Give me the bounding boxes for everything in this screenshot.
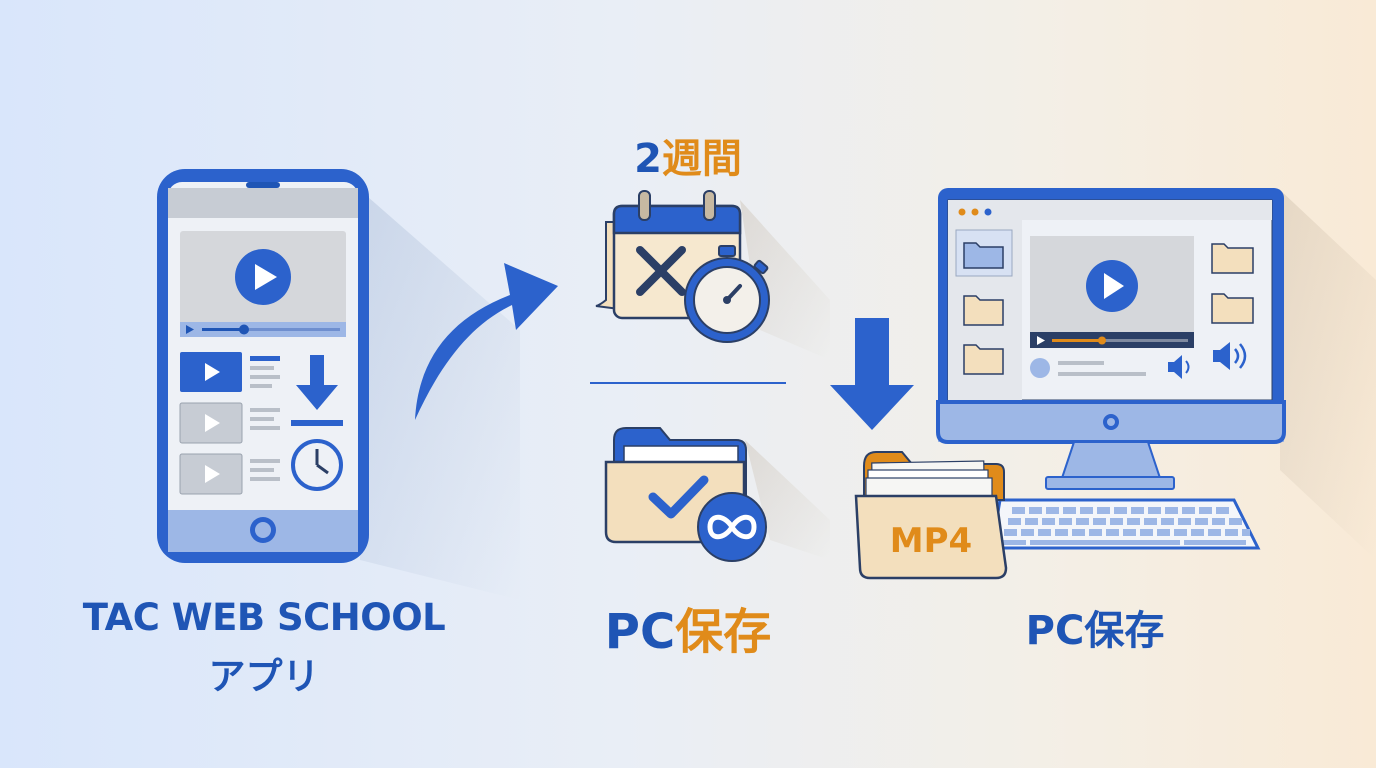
period-number: 2 [634,136,662,182]
folder-shadow [745,440,830,560]
desktop-monitor-icon [936,188,1286,490]
phone-shadow [360,190,520,600]
app-name-label: TAC WEB SCHOOL [82,596,446,639]
monitor-shadow [1280,190,1376,560]
mp4-folder-icon: MP4 [854,451,1008,580]
speaker-icon [1168,342,1247,379]
down-arrow-icon [830,318,914,430]
pc-save-suffix: 保存 [675,604,772,660]
pc-save-label-center: PC保存 [540,592,836,662]
period-unit: 週間 [661,136,742,182]
stopwatch-icon [684,245,770,343]
mp4-label: MP4 [890,521,972,561]
monitor-play-icon [1086,260,1138,312]
infinity-icon [697,492,767,562]
app-suffix-label: アプリ [208,655,320,698]
pc-save-label-right: PC保存 [1025,608,1165,654]
curved-arrow-icon [415,263,558,420]
pc-save-prefix: PC [604,604,676,660]
phone-play-icon [235,249,291,305]
phone-download-icon [291,355,343,426]
smartphone-icon [157,169,369,563]
phone-clock-icon [291,439,343,491]
period-label: 2週間 [560,126,816,184]
keyboard-icon [990,498,1261,550]
